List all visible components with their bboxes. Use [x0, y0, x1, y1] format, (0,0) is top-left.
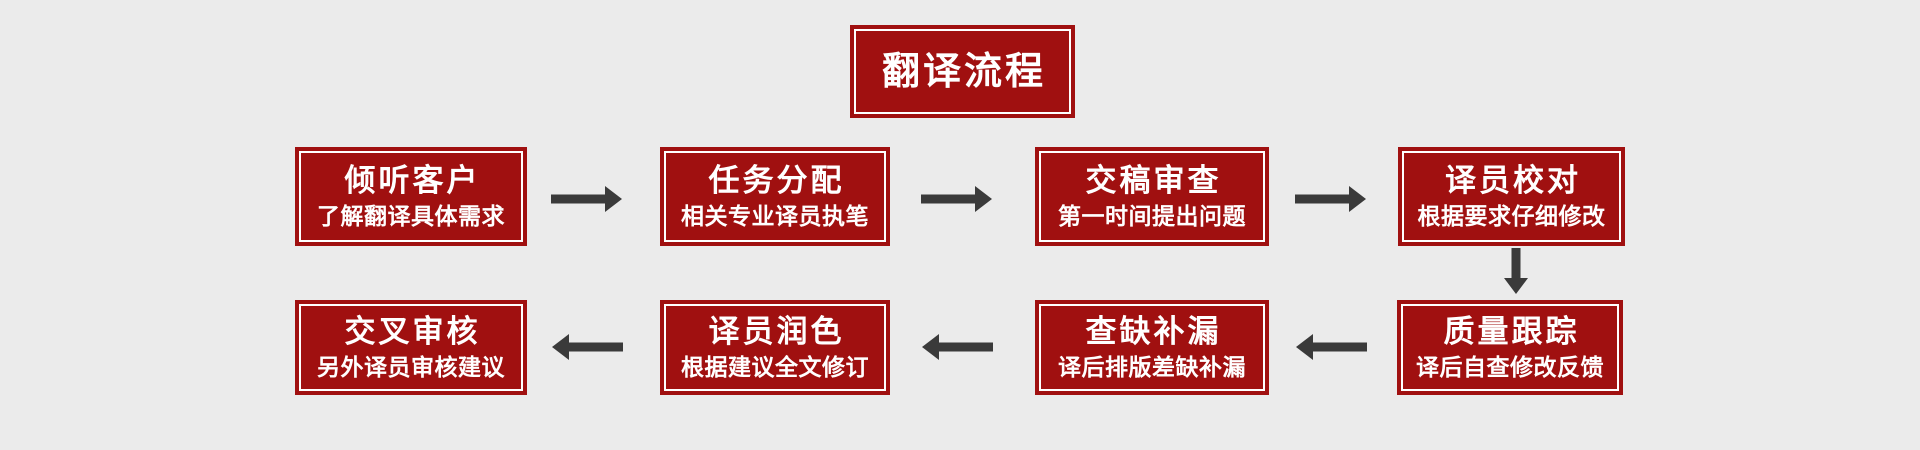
- step-subtitle: 第一时间提出问题: [1058, 203, 1246, 229]
- arrow-right-icon: [551, 186, 622, 212]
- arrow-down-icon: [1504, 248, 1528, 294]
- step-title: 倾听客户: [344, 163, 481, 198]
- step-subtitle: 根据要求仔细修改: [1417, 203, 1606, 229]
- step-box-listen-client: 倾听客户 了解翻译具体需求: [295, 147, 527, 246]
- step-subtitle: 了解翻译具体需求: [317, 203, 505, 229]
- step-box-gap-filling: 查缺补漏 译后排版差缺补漏: [1035, 300, 1269, 395]
- step-box-cross-review: 交叉审核 另外译员审核建议: [295, 300, 527, 395]
- step-box-translator-proofread: 译员校对 根据要求仔细修改: [1398, 147, 1625, 246]
- step-subtitle: 译后排版差缺补漏: [1058, 354, 1246, 380]
- step-box-translator-polish: 译员润色 根据建议全文修订: [660, 300, 890, 395]
- title-box: 翻译流程: [850, 25, 1075, 118]
- step-subtitle: 另外译员审核建议: [317, 354, 505, 380]
- step-title: 译员校对: [1445, 163, 1581, 198]
- step-subtitle: 译后自查修改反馈: [1416, 354, 1604, 380]
- step-title: 交稿审查: [1085, 163, 1222, 198]
- step-box-task-assignment: 任务分配 相关专业译员执笔: [660, 147, 890, 246]
- step-title: 任务分配: [708, 163, 845, 198]
- step-subtitle: 相关专业译员执笔: [681, 203, 869, 229]
- arrow-left-icon: [922, 334, 993, 360]
- arrow-right-icon: [921, 186, 992, 212]
- step-title: 交叉审核: [344, 314, 481, 349]
- step-box-quality-tracking: 质量跟踪 译后自查修改反馈: [1397, 300, 1623, 395]
- page-title: 翻译流程: [881, 50, 1046, 93]
- arrow-left-icon: [1296, 334, 1367, 360]
- step-title: 查缺补漏: [1085, 314, 1222, 349]
- step-title: 质量跟踪: [1443, 314, 1580, 349]
- step-subtitle: 根据建议全文修订: [681, 354, 869, 380]
- arrow-left-icon: [552, 334, 623, 360]
- arrow-right-icon: [1295, 186, 1366, 212]
- step-box-draft-review: 交稿审查 第一时间提出问题: [1035, 147, 1269, 246]
- step-title: 译员润色: [708, 314, 845, 349]
